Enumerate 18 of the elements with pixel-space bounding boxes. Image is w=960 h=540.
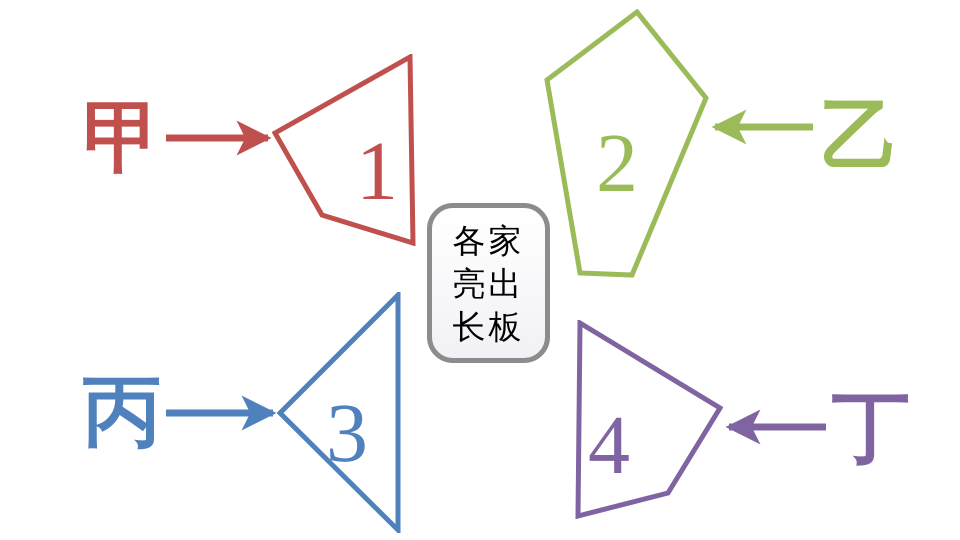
arrow <box>726 410 826 444</box>
character-label: 丁 <box>828 388 914 474</box>
quadrilateral-shape <box>575 320 723 519</box>
number-label: 3 <box>326 392 368 476</box>
number-label: 2 <box>596 122 638 206</box>
arrow <box>166 120 272 156</box>
quadrilateral-shape <box>272 54 416 246</box>
number-label: 4 <box>588 404 630 488</box>
box-text: 各家亮出长板 <box>452 220 524 348</box>
number-label: 1 <box>356 130 398 214</box>
pentagon-shape <box>544 9 709 278</box>
arrow <box>166 396 276 430</box>
arrow <box>712 110 813 144</box>
triangle-shape <box>277 292 401 533</box>
character-label: 乙 <box>815 96 905 184</box>
character-label: 甲 <box>80 98 164 182</box>
rounded-box <box>427 203 550 363</box>
character-label: 丙 <box>80 372 164 456</box>
